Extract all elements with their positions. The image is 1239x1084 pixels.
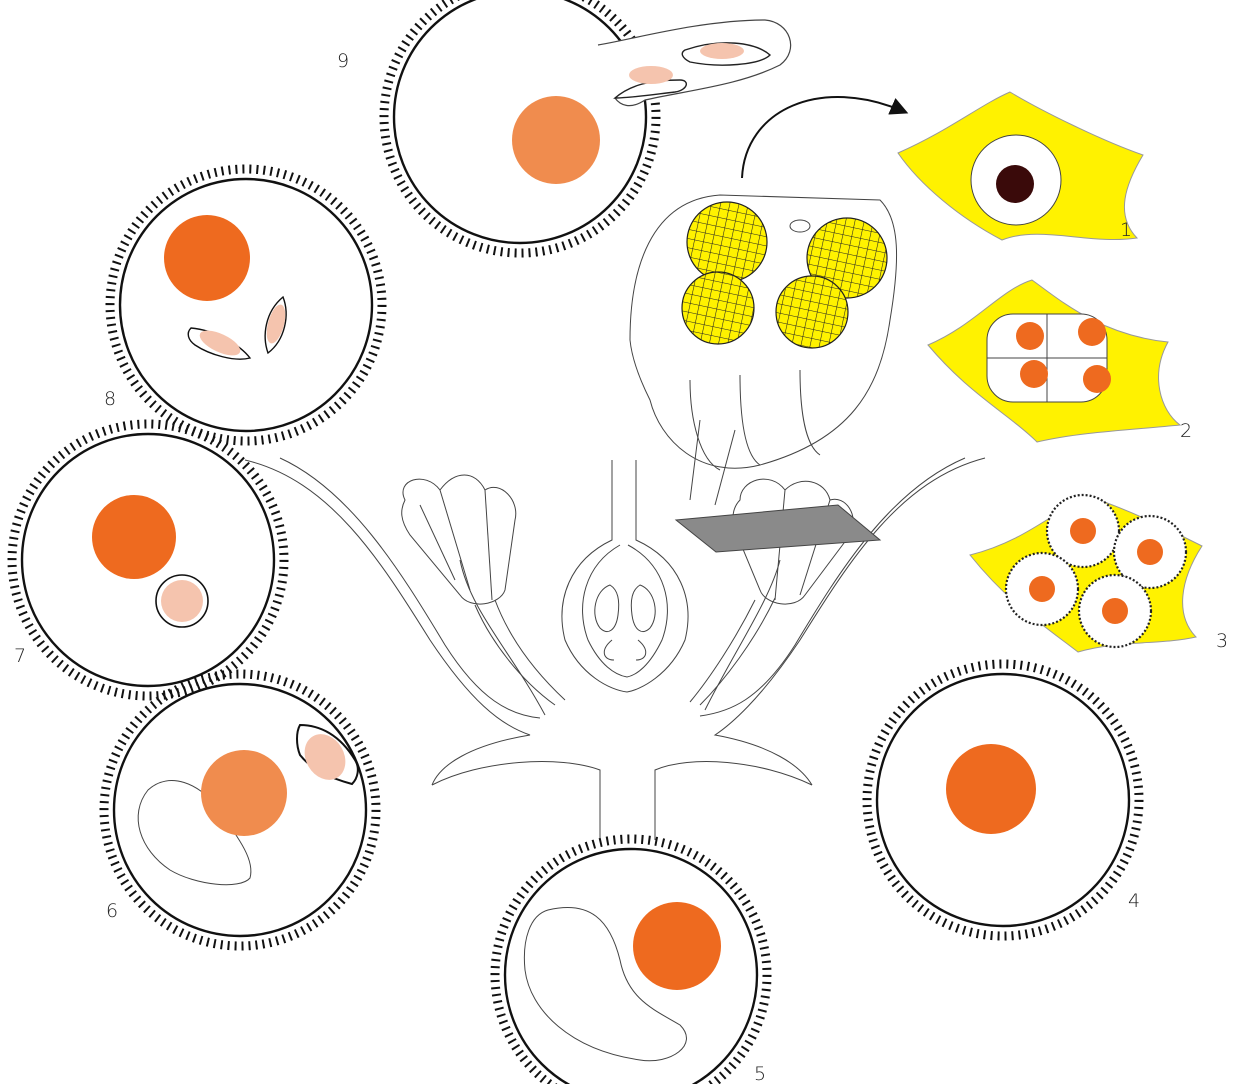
stage-label-5: 5 — [754, 1063, 766, 1084]
stage-4-microspore — [862, 659, 1144, 941]
stage-6-division — [99, 669, 381, 951]
stage-2-tetrad — [927, 279, 1182, 443]
curved-arrow — [741, 96, 909, 179]
pollen-sac-3 — [681, 271, 755, 345]
pollen-sac-1 — [686, 201, 768, 283]
stage-label-1: 1 — [1120, 219, 1132, 241]
pollen-sac-4 — [775, 275, 849, 349]
stage-label-6: 6 — [106, 900, 118, 922]
stage-8-tricellular — [105, 164, 387, 446]
stage-label-9: 9 — [337, 50, 349, 72]
stage-3-microspores — [969, 493, 1203, 653]
stage-label-2: 2 — [1180, 420, 1192, 442]
stage-label-8: 8 — [104, 388, 116, 410]
stage-7-bicellular — [7, 419, 289, 701]
stage-1-mother-cell — [897, 91, 1144, 241]
stage-label-3: 3 — [1216, 630, 1228, 652]
pollen-sac-2 — [806, 217, 888, 299]
stage-9-germinating — [379, 0, 792, 258]
flower-drawing — [244, 457, 986, 840]
stage-5-vacuolated — [490, 834, 772, 1084]
anther-section-enlarged — [629, 194, 898, 506]
stage-label-4: 4 — [1128, 890, 1140, 912]
stage-label-7: 7 — [14, 645, 26, 667]
cutting-plane — [674, 504, 882, 553]
